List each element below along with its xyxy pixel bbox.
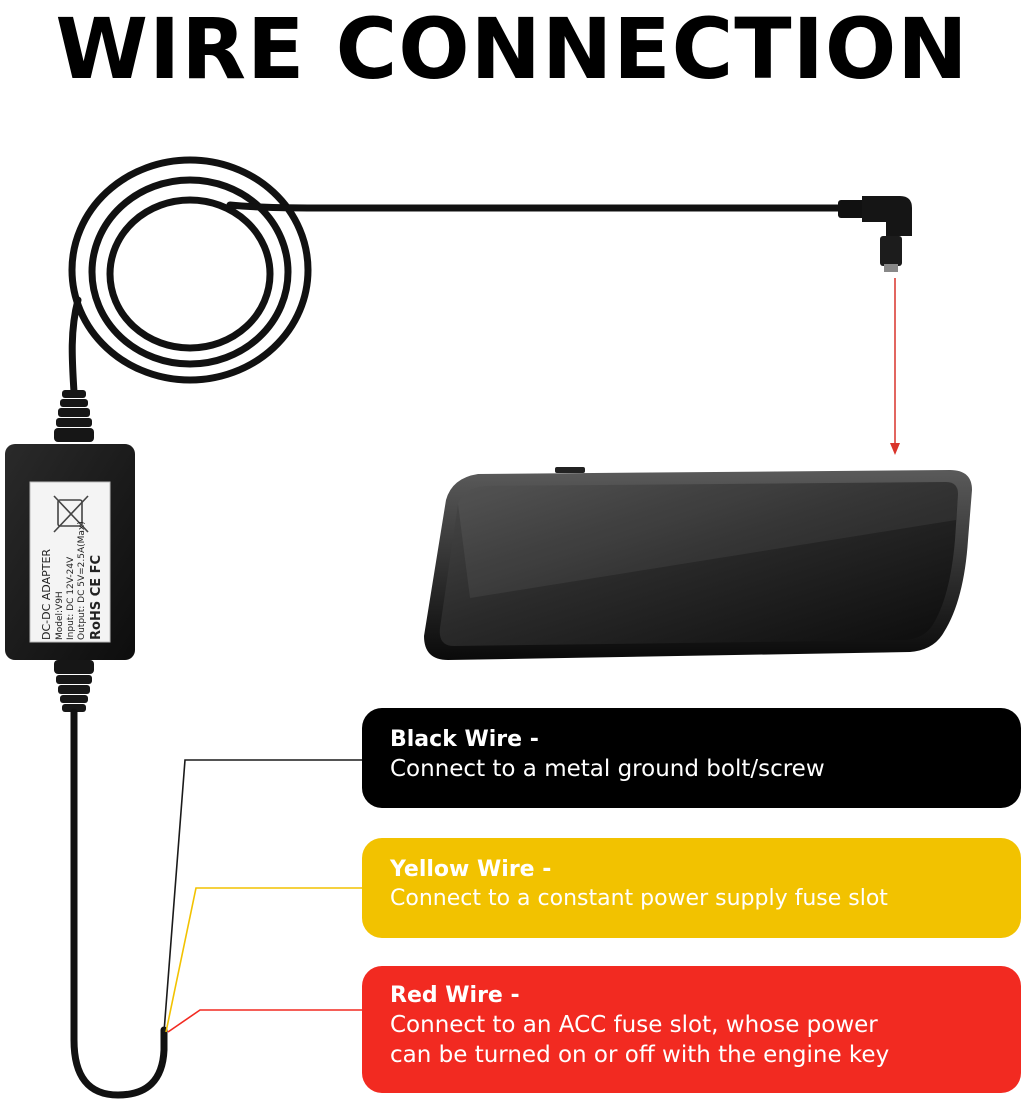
red-wire-instruction-line-1: Connect to an ACC fuse slot, whose power [390,1012,878,1038]
yellow-wire-instruction: Connect to a constant power supply fuse … [390,886,888,911]
wire-leads [163,759,362,1033]
output-cable [70,708,168,1099]
red-wire-heading: Red Wire - [390,983,520,1008]
adapter-model: Model:V9H [55,591,65,640]
adapter-name: DC-DC ADAPTER [40,549,53,640]
red-wire-note: Red Wire - Connect to an ACC fuse slot, … [362,966,1021,1093]
strain-relief-bottom [54,660,94,712]
yellow-wire-heading: Yellow Wire - [390,857,552,882]
black-wire-heading: Black Wire - [390,727,539,752]
adapter-marks: RoHS CE FC [89,555,104,640]
yellow-wire-note: Yellow Wire - Connect to a constant powe… [362,838,1021,938]
adapter-output: Output: DC 5V=2.5A(Max) [77,521,87,640]
black-wire-note: Black Wire - Connect to a metal ground b… [362,708,1021,808]
black-wire-instruction: Connect to a metal ground bolt/screw [390,756,825,782]
usb-connector [838,196,912,272]
dc-dc-adapter [5,444,135,660]
insertion-arrow [890,278,900,455]
page-title: WIRE CONNECTION [55,0,969,98]
mirror-dashcam [424,467,972,660]
strain-relief-top [54,390,94,442]
adapter-input: Input: DC 12V-24V [66,556,76,640]
coiled-cable [68,156,842,396]
red-wire-instruction-line-2: can be turned on or off with the engine … [390,1042,890,1068]
adapter-label: DC-DC ADAPTER Model:V9H Input: DC 12V-24… [40,521,104,640]
